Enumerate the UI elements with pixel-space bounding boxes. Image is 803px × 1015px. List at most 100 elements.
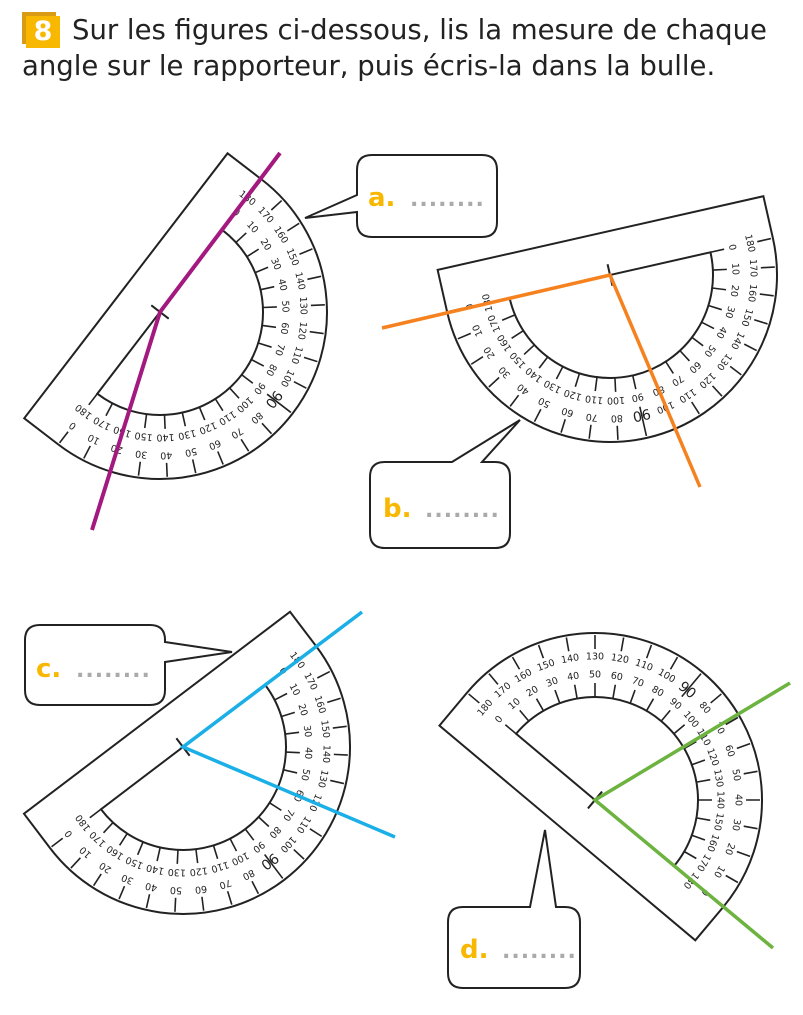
bubble-label-b: b.: [383, 494, 412, 524]
inner-scale-label: 110: [210, 858, 231, 874]
answer-bubble-d[interactable]: d. ........: [447, 829, 581, 989]
protractor-tick: [262, 324, 277, 329]
protractor-tick: [174, 897, 177, 912]
protractor-tick: [501, 314, 516, 321]
outer-scale-label: 50: [537, 394, 553, 409]
protractor-tick: [573, 684, 578, 699]
inner-scale-label: 40: [275, 278, 288, 292]
outer-scale-label: 50: [184, 445, 198, 458]
inner-scale-label: 70: [670, 372, 686, 388]
protractor-tick: [620, 637, 625, 652]
answer-bubble-c[interactable]: c. ........: [24, 624, 233, 706]
protractor-tick: [118, 833, 128, 846]
outer-scale-label: 60: [560, 405, 575, 419]
protractor-tick: [509, 394, 520, 407]
protractor-tick: [118, 885, 126, 900]
protractor-tick: [560, 418, 566, 433]
protractor-tick: [330, 779, 345, 785]
protractor-tick: [468, 693, 480, 704]
protractor-tick: [743, 825, 758, 830]
protractor-tick: [712, 287, 727, 291]
protractor-tick: [537, 644, 545, 659]
outer-scale-label: 160: [745, 283, 758, 302]
protractor-tick: [88, 393, 98, 406]
protractor-tick: [250, 358, 265, 367]
answer-field-c[interactable]: ........: [76, 658, 151, 683]
protractor-tick: [270, 199, 283, 211]
outer-scale-label: 60: [207, 437, 222, 452]
protractor-tick: [217, 451, 224, 465]
protractor-tick: [691, 834, 706, 841]
answer-field-b[interactable]: ........: [425, 498, 500, 523]
protractor-tick: [669, 656, 679, 670]
protractor-tick: [708, 304, 722, 311]
protractor-tick: [729, 365, 742, 376]
answer-field-d[interactable]: ........: [502, 939, 577, 964]
answer-field-a[interactable]: ........: [410, 187, 485, 212]
inner-scale-label: 50: [298, 768, 311, 782]
outer-scale-label: 120: [610, 652, 630, 666]
protractor-tick: [470, 356, 484, 365]
protractor-tick: [736, 850, 751, 858]
inner-scale-label: 90: [630, 390, 644, 403]
protractor-tick: [554, 689, 561, 704]
protractor-tick: [258, 816, 270, 828]
inner-scale-label: 140: [715, 791, 726, 809]
protractor-tick: [246, 248, 260, 258]
outer-scale-label: 130: [297, 296, 309, 315]
protractor-tick: [639, 406, 648, 437]
protractor-tick: [195, 849, 199, 864]
protractor-tick: [555, 366, 564, 380]
outer-scale-label: 30: [135, 448, 148, 460]
protractor-tick: [163, 414, 166, 429]
protractor-tick: [691, 401, 700, 415]
protractor-tick: [696, 817, 711, 822]
outer-scale-label: 30: [120, 871, 135, 886]
protractor-tick: [198, 406, 206, 421]
inner-scale-label: 130: [168, 866, 187, 878]
protractor-inner-arc: [95, 228, 264, 416]
inner-scale-label: 140: [145, 862, 165, 877]
outer-scale-label: 70: [229, 425, 245, 441]
protractor-tick: [327, 697, 341, 704]
protractor-tick: [743, 770, 758, 775]
outer-scale-label: 0: [63, 828, 75, 839]
outer-scale-label: 110: [288, 345, 304, 366]
protractor-tick: [226, 891, 233, 905]
protractor-tick: [143, 414, 148, 429]
outer-scale-label: 50: [729, 768, 742, 782]
outer-scale-label: 50: [170, 884, 183, 896]
outer-scale-label: 90: [631, 405, 652, 425]
inner-scale-label: 100: [607, 394, 626, 406]
protractor-tick: [244, 828, 255, 841]
inner-scale-label: 40: [302, 747, 314, 760]
protractor-tick: [535, 698, 545, 712]
protractor-tick: [254, 266, 269, 274]
protractor-tick: [293, 849, 305, 860]
inner-scale-label: 10: [287, 682, 302, 698]
protractor-tick: [316, 670, 331, 679]
answer-bubble-b[interactable]: b. ........: [369, 419, 521, 549]
protractor-tick: [760, 266, 775, 269]
inner-scale-label: 70: [630, 675, 645, 689]
protractor-tick: [594, 377, 598, 392]
outer-scale-label: 20: [722, 841, 736, 856]
protractor-tick: [286, 222, 300, 232]
instruction-line-1: Sur les figures ci-dessous, lis la mesur…: [72, 14, 767, 46]
outer-scale-label: 80: [240, 867, 256, 882]
protractor-tick: [588, 424, 592, 439]
answer-bubble-a[interactable]: a. ........: [304, 154, 498, 238]
outer-scale-label: 160: [312, 694, 328, 715]
protractor-tick: [538, 356, 549, 369]
protractor-tick: [645, 644, 653, 659]
protractor-tick: [92, 873, 102, 887]
protractor-tick: [488, 673, 499, 685]
protractor-tick: [711, 385, 723, 397]
angle-rays-d: [591, 681, 791, 950]
inner-scale-label: 70: [280, 807, 296, 823]
protractor-tick: [299, 248, 313, 255]
protractor-tick: [757, 237, 772, 243]
